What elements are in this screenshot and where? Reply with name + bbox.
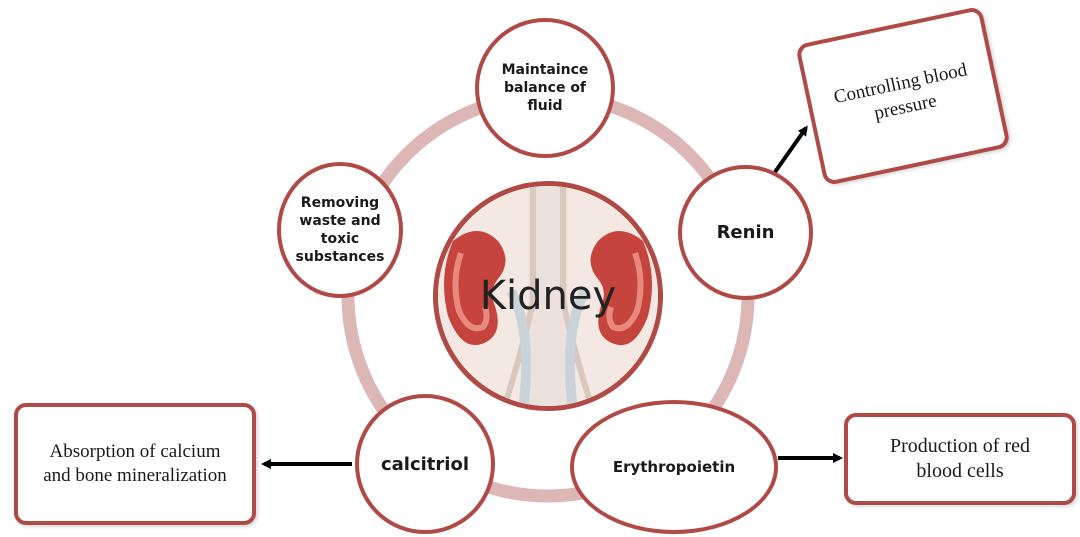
red-blood-cells-label: Production of red blood cells — [868, 434, 1052, 484]
calcitriol-label: calcitriol — [381, 454, 469, 475]
calcium-absorption-box: Absorption of calcium and bone mineraliz… — [14, 403, 256, 525]
waste-removal-circle: Removing waste and toxic substances — [277, 162, 403, 298]
renin-label: Renin — [717, 222, 775, 243]
blood-pressure-label: Controlling blood pressure — [831, 58, 976, 133]
calcitriol-circle: calcitriol — [355, 394, 495, 534]
fluid-balance-label: Maintaince balance of fluid — [497, 61, 593, 116]
calcium-absorption-label: Absorption of calcium and bone mineraliz… — [36, 440, 234, 488]
kidney-center-circle: Kidney — [433, 181, 663, 411]
center-label: Kidney — [438, 186, 658, 406]
erythropoietin-circle: Erythropoietin — [570, 400, 778, 534]
fluid-balance-circle: Maintaince balance of fluid — [475, 18, 615, 158]
renin-circle: Renin — [678, 165, 813, 300]
red-blood-cells-box: Production of red blood cells — [844, 413, 1076, 505]
erythropoietin-label: Erythropoietin — [613, 458, 735, 476]
arrow-renin-to-blood-pressure — [775, 128, 806, 172]
waste-removal-label: Removing waste and toxic substances — [295, 194, 385, 267]
